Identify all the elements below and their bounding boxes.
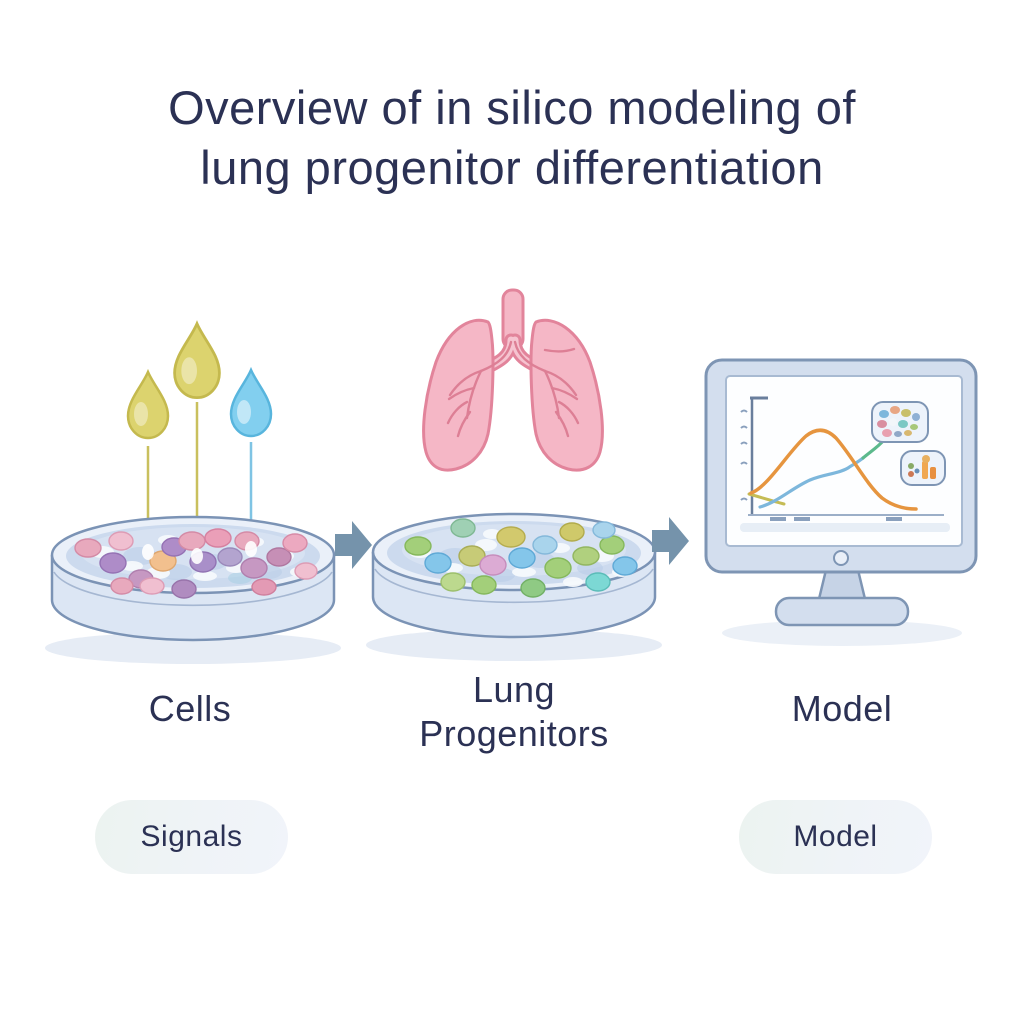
lung-label-line-2: Progenitors [419,713,609,754]
right-arrow-icon [335,521,372,569]
title-line-2: lung progenitor differentiation [200,141,824,194]
cell-cluster-inset-icon [871,401,929,443]
differentiation-chart [740,396,950,532]
monitor-button [833,550,849,566]
model-badge-text: Model [793,820,878,853]
model-badge: Model [739,800,932,874]
monitor-neck [817,568,867,601]
chart-floor [740,523,950,532]
monitor-shadow [722,620,962,646]
lung-label-line-1: Lung [472,669,556,710]
left-lung-lobe [422,318,495,472]
right-lung-lobe [529,318,604,472]
monitor-icon [704,358,978,646]
olive-curve [747,492,786,506]
signals-badge-text: Signals [140,820,243,853]
signal-droplets-group [126,320,273,560]
cell-colony-green-blue [404,518,638,598]
signals-badge: Signals [95,800,288,874]
dish-shadow [366,629,662,661]
cell-colony-pink-purple [74,528,318,599]
y-axis-ticks [740,409,748,501]
page-title: Overview of in silico modeling of lung p… [0,78,1024,198]
cells-label: Cells [148,688,232,729]
blue-droplet-icon [229,366,273,438]
yellow-droplet-icon [173,320,221,399]
monitor-base [774,596,910,627]
petri-dish-cells [45,515,341,664]
title-line-1: Overview of in silico modeling of [168,81,856,134]
model-label: Model [791,688,893,729]
orange-curve [749,428,918,511]
lungs-icon [422,288,604,472]
dish-shadow [45,632,341,664]
petri-dish-progenitors [366,512,662,661]
airway-branches [446,340,580,438]
lung-progenitors-label: Lung Progenitors [394,668,634,756]
mini-bar-chart-inset-icon [900,450,946,486]
yellow-droplet-icon [126,368,170,440]
right-arrow-icon [652,517,689,565]
